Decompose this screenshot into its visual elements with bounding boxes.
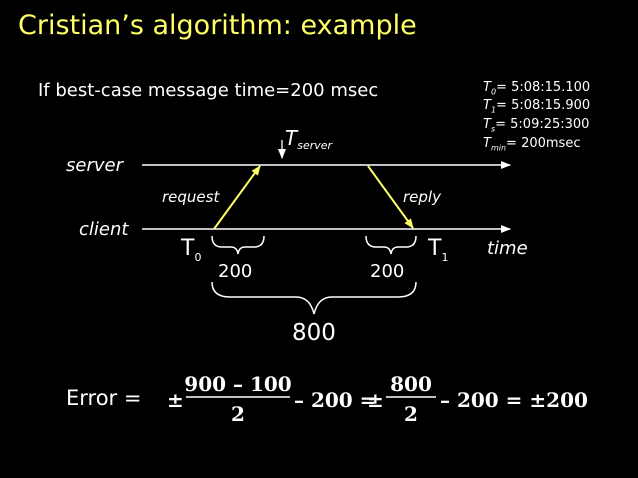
slide-title: Cristian’s algorithm: example <box>18 10 417 41</box>
tserver-label: Tserver <box>285 126 333 152</box>
right-interval-value: 200 <box>370 261 405 282</box>
param-ts: Ts= 5:09:25:300 <box>483 117 589 134</box>
left-interval-value: 200 <box>218 261 253 282</box>
total-interval-value: 800 <box>292 320 336 346</box>
tserver-sub: server <box>297 139 333 152</box>
param-t1-sub: 1 <box>490 105 497 115</box>
t1-label: T1 <box>428 236 449 264</box>
param-t0-value: = 5:08:15.100 <box>496 80 591 95</box>
server-label: server <box>66 155 123 176</box>
t1-sub: 1 <box>441 251 449 264</box>
param-ts-sub: s <box>490 124 496 134</box>
error-label: Error = <box>66 386 142 410</box>
total-interval-brace <box>211 281 417 315</box>
reply-arrow <box>367 165 414 229</box>
numerator-1: 900 – 100 <box>184 372 291 396</box>
param-t0-symbol: T <box>483 80 491 95</box>
t0-symbol: T <box>181 236 195 261</box>
statement-text: If best-case message time=200 msec <box>38 80 379 101</box>
param-ts-value: = 5:09:25:300 <box>495 117 590 132</box>
denominator-1: 2 <box>231 402 245 426</box>
denominator-2: 2 <box>404 402 418 426</box>
plus-minus-2: ± <box>367 388 384 412</box>
param-t0: T0= 5:08:15.100 <box>483 80 590 97</box>
reply-label: reply <box>403 188 441 206</box>
right-interval-brace <box>365 235 417 255</box>
request-label: request <box>162 188 220 206</box>
param-t1-value: = 5:08:15.900 <box>496 98 591 113</box>
t0-label: T0 <box>181 236 202 264</box>
result-term: – 200 = ±200 <box>440 388 588 412</box>
param-tmin: Tmin= 200msec <box>483 136 580 153</box>
left-interval-brace <box>211 235 265 255</box>
numerator-2: 800 <box>390 372 432 396</box>
param-tmin-value: = 200msec <box>506 136 581 151</box>
tserver-symbol: T <box>285 126 298 150</box>
param-tmin-sub: min <box>490 143 507 153</box>
plus-minus-1: ± <box>167 388 184 412</box>
param-t1-symbol: T <box>483 98 491 113</box>
param-t0-sub: 0 <box>490 87 497 97</box>
request-arrow <box>213 165 261 230</box>
minus-term-1: – 200 = <box>294 388 376 412</box>
t0-sub: 0 <box>194 251 202 264</box>
time-label: time <box>487 238 528 259</box>
t1-symbol: T <box>428 236 442 261</box>
param-ts-symbol: T <box>483 117 491 132</box>
param-t1: T1= 5:08:15.900 <box>483 98 590 115</box>
param-tmin-symbol: T <box>483 136 491 151</box>
client-label: client <box>79 219 129 240</box>
